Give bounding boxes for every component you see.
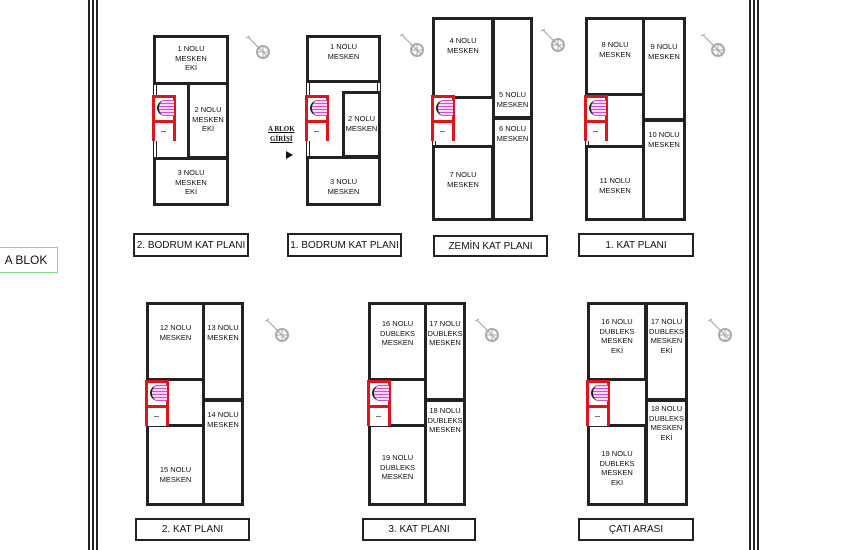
staircase-icon xyxy=(310,100,327,116)
elevator-icon xyxy=(148,405,166,426)
room-label: 14 NOLU MESKEN xyxy=(207,410,239,429)
room: 7 NOLU MESKEN xyxy=(432,145,494,221)
room-label: 16 NOLU DUBLEKS MESKEN EKİ xyxy=(599,317,635,355)
room: 17 NOLU DUBLEKS MESKEN xyxy=(424,302,466,401)
staircase-icon xyxy=(436,100,453,116)
room: 15 NOLU MESKEN xyxy=(146,424,205,506)
elevator-icon xyxy=(587,120,605,141)
room-label: 11 NOLU MESKEN xyxy=(599,176,631,195)
room: 3 NOLU MESKEN xyxy=(306,156,381,206)
stair-core xyxy=(431,95,455,141)
room-label: 1 NOLU MESKEN EKİ xyxy=(175,44,207,72)
room: 3 NOLU MESKEN EKİ xyxy=(153,157,229,206)
room-label: 19 NOLU DUBLEKS MESKEN xyxy=(379,453,415,481)
plan-title: ÇATI ARASI xyxy=(578,518,694,541)
room: 18 NOLU DUBLEKS MESKEN EKİ xyxy=(645,399,688,506)
room: 19 NOLU DUBLEKS MESKEN xyxy=(368,424,427,506)
room-label: 3 NOLU MESKEN EKİ xyxy=(175,168,207,196)
room-label: 3 NOLU MESKEN xyxy=(327,177,360,196)
plan-title: 2. BODRUM KAT PLANI xyxy=(133,233,249,257)
stair-core xyxy=(152,95,176,141)
north-arrow-icon xyxy=(700,33,727,59)
north-arrow-icon xyxy=(474,318,501,344)
room-label: 16 NOLU DUBLEKS MESKEN xyxy=(379,319,415,347)
room: 2 NOLU MESKEN EKİ xyxy=(187,82,229,159)
frame-border-right xyxy=(749,0,759,550)
room: 1 NOLU MESKEN EKİ xyxy=(153,35,229,85)
room-label: 12 NOLU MESKEN xyxy=(159,323,192,342)
room-label: 4 NOLU MESKEN xyxy=(447,36,479,55)
stair-core xyxy=(367,380,391,426)
room: 2 NOLU MESKEN xyxy=(342,91,381,158)
north-arrow-icon xyxy=(264,318,291,344)
room: 19 NOLU DUBLEKS MESKEN EKİ xyxy=(587,424,647,506)
staircase-icon xyxy=(157,100,174,116)
stair-core xyxy=(305,95,329,141)
plan-title: ZEMİN KAT PLANI xyxy=(433,235,548,257)
room: 14 NOLU MESKEN xyxy=(202,399,244,506)
north-arrow-icon xyxy=(399,33,426,59)
plan-title: 1. KAT PLANI xyxy=(578,233,694,257)
elevator-icon xyxy=(434,120,452,141)
staircase-icon xyxy=(372,385,389,401)
room-label: 10 NOLU MESKEN xyxy=(648,130,680,149)
room-label: 6 NOLU MESKEN xyxy=(496,124,529,143)
room-label: 19 NOLU DUBLEKS MESKEN EKİ xyxy=(599,449,635,487)
room: 12 NOLU MESKEN xyxy=(146,302,205,381)
room-label: 9 NOLU MESKEN xyxy=(648,42,680,61)
room-label: 17 NOLU DUBLEKS MESKEN EKİ xyxy=(648,317,684,355)
elevator-icon xyxy=(370,405,388,426)
room-label: 8 NOLU MESKEN xyxy=(599,40,631,59)
room-label: 18 NOLU DUBLEKS MESKEN xyxy=(427,406,463,434)
room: 11 NOLU MESKEN xyxy=(585,145,645,221)
staircase-icon xyxy=(591,385,608,401)
plan-title: 2. KAT PLANI xyxy=(135,518,250,541)
room: 10 NOLU MESKEN xyxy=(642,119,686,221)
room: 13 NOLU MESKEN xyxy=(202,302,244,401)
entrance-label: A BLOK GİRİŞİ xyxy=(268,124,295,144)
room: 4 NOLU MESKEN xyxy=(432,17,494,99)
stair-core xyxy=(586,380,610,426)
room: 9 NOLU MESKEN xyxy=(642,17,686,121)
room-label: 18 NOLU DUBLEKS MESKEN EKİ xyxy=(648,404,684,442)
room-label: 5 NOLU MESKEN xyxy=(496,90,529,109)
entrance-label-line2: GİRİŞİ xyxy=(270,135,293,143)
stair-core xyxy=(584,95,608,141)
room: 16 NOLU DUBLEKS MESKEN xyxy=(368,302,427,381)
frame-border-left xyxy=(88,0,98,550)
elevator-icon xyxy=(308,120,326,141)
north-arrow-icon xyxy=(540,28,567,54)
elevator-icon xyxy=(155,120,173,141)
elevator-icon xyxy=(589,405,607,426)
room-label: 2 NOLU MESKEN EKİ xyxy=(192,105,224,133)
room: 18 NOLU DUBLEKS MESKEN xyxy=(424,399,466,506)
staircase-icon xyxy=(150,385,167,401)
room-label: 1 NOLU MESKEN xyxy=(327,42,360,61)
room: 17 NOLU DUBLEKS MESKEN EKİ xyxy=(645,302,688,401)
room-label: 15 NOLU MESKEN xyxy=(159,465,192,484)
room: 8 NOLU MESKEN xyxy=(585,17,645,96)
stair-core xyxy=(145,380,169,426)
room: 5 NOLU MESKEN xyxy=(492,17,533,119)
north-arrow-icon xyxy=(245,35,272,61)
room: 6 NOLU MESKEN xyxy=(492,117,533,221)
room-label: 2 NOLU MESKEN xyxy=(345,114,378,133)
entrance-label-line1: A BLOK xyxy=(268,125,295,133)
room: 16 NOLU DUBLEKS MESKEN EKİ xyxy=(587,302,647,381)
block-label: A BLOK xyxy=(0,247,58,273)
plan-title: 3. KAT PLANI xyxy=(362,518,476,541)
room: 1 NOLU MESKEN xyxy=(306,35,381,83)
plan-title: 1. BODRUM KAT PLANI xyxy=(287,233,402,257)
staircase-icon xyxy=(589,100,606,116)
entrance-arrow-icon xyxy=(286,151,293,159)
room-label: 13 NOLU MESKEN xyxy=(207,323,239,342)
room-label: 7 NOLU MESKEN xyxy=(447,170,479,189)
room-label: 17 NOLU DUBLEKS MESKEN xyxy=(427,319,463,347)
north-arrow-icon xyxy=(707,318,734,344)
